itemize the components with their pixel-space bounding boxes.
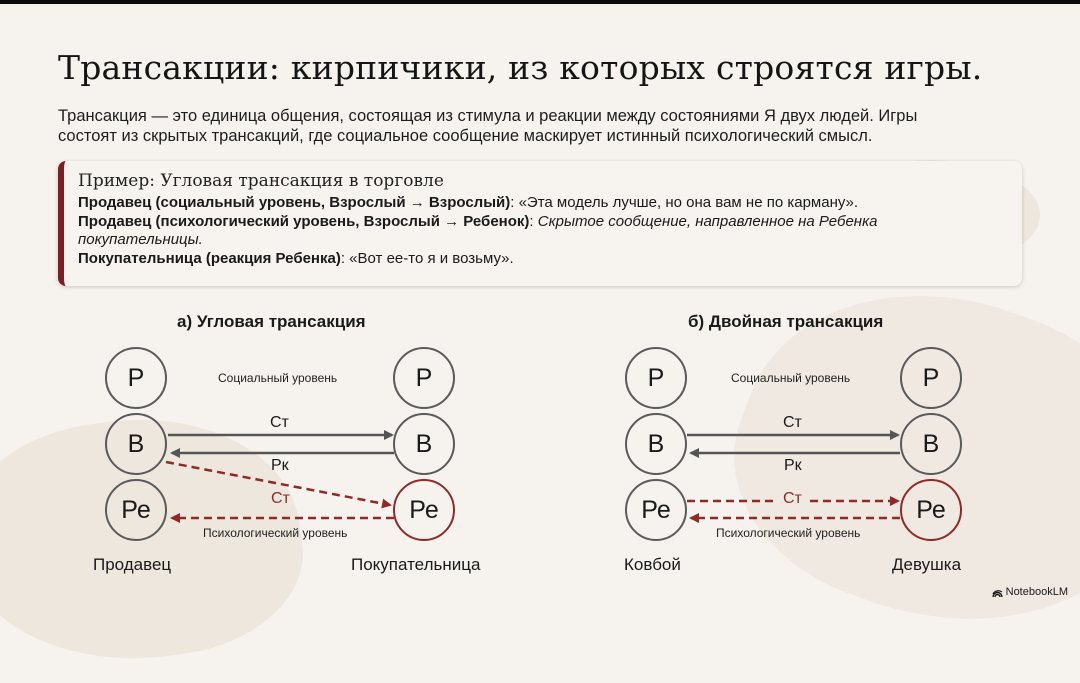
speaker-label: Покупательница (реакция Ребенка) <box>78 249 341 267</box>
diagram-crossed-transaction: а) Угловая трансакция Р В Ре Р В Ре Соци… <box>93 312 962 574</box>
ego-state-child-target: Ре <box>393 479 455 541</box>
example-title: Пример: Угловая трансакция в торговле <box>78 171 444 191</box>
top-bar <box>0 0 1080 4</box>
ego-state-child: Ре <box>625 479 687 541</box>
example-callout: Пример: Угловая трансакция в торговле Пр… <box>58 161 1022 286</box>
hidden-message-text: Скрытое сообщение, направленное на Ребен… <box>78 212 878 249</box>
ego-state-child: Ре <box>105 479 167 541</box>
ego-state-parent: Р <box>393 347 455 409</box>
hidden-stimulus-label: Ст <box>783 490 802 507</box>
intro-text: Трансакция — это единица общения, состоя… <box>58 106 1038 146</box>
speaker-label: Продавец (социальный уровень, Взрослый →… <box>78 194 511 211</box>
quote-text: : «Вот ее-то я и возьму». <box>340 249 514 267</box>
example-line: Продавец (социальный уровень, Взрослый →… <box>78 194 1006 213</box>
notebooklm-logo-icon <box>991 589 1003 597</box>
diagram-title: б) Двойная трансакция <box>688 312 884 331</box>
left-person-label: Ковбой <box>624 555 681 574</box>
separator-text: : <box>529 212 538 230</box>
intro-line: состоят из скрытых трансакций, где социа… <box>58 127 873 145</box>
ego-state-adult: В <box>625 413 687 475</box>
quote-text: : «Эта модель лучше, но она вам не по ка… <box>510 194 859 211</box>
arrows-layer <box>165 430 900 523</box>
ego-state-child-target: Ре <box>900 479 962 541</box>
psych-level-label: Психологический уровень <box>203 526 348 540</box>
ego-state-parent: Р <box>625 347 687 409</box>
hidden-stimulus-label: Ст <box>271 490 290 507</box>
slide-title: Трансакции: кирпичики, из которых строят… <box>58 48 983 87</box>
psych-level-label: Психологический уровень <box>716 526 861 540</box>
brand-watermark: NotebookLM <box>991 586 1068 598</box>
response-label: Рк <box>271 457 289 474</box>
brand-label: NotebookLM <box>1005 586 1068 598</box>
response-label: Рк <box>784 457 802 474</box>
stimulus-label: Ст <box>783 414 802 431</box>
left-person-label: Продавец <box>93 555 172 574</box>
social-level-label: Социальный уровень <box>218 371 338 385</box>
ego-state-adult: В <box>105 413 167 475</box>
example-line: Продавец (психологический уровень, Взрос… <box>78 213 1006 250</box>
stimulus-label: Ст <box>270 414 289 431</box>
right-person-label: Девушка <box>892 555 962 574</box>
ego-state-adult: В <box>900 413 962 475</box>
speaker-label: Продавец (психологический уровень, Взрос… <box>78 212 530 230</box>
right-person-label: Покупательница <box>351 555 481 574</box>
ego-state-parent: Р <box>900 347 962 409</box>
example-line: Покупательница (реакция Ребенка): «Вот е… <box>78 250 1006 269</box>
ego-state-adult: В <box>393 413 455 475</box>
social-level-label: Социальный уровень <box>731 371 851 385</box>
ego-state-parent: Р <box>105 347 167 409</box>
intro-line: Трансакция — это единица общения, состоя… <box>58 107 918 125</box>
diagram-title: а) Угловая трансакция <box>177 312 366 331</box>
